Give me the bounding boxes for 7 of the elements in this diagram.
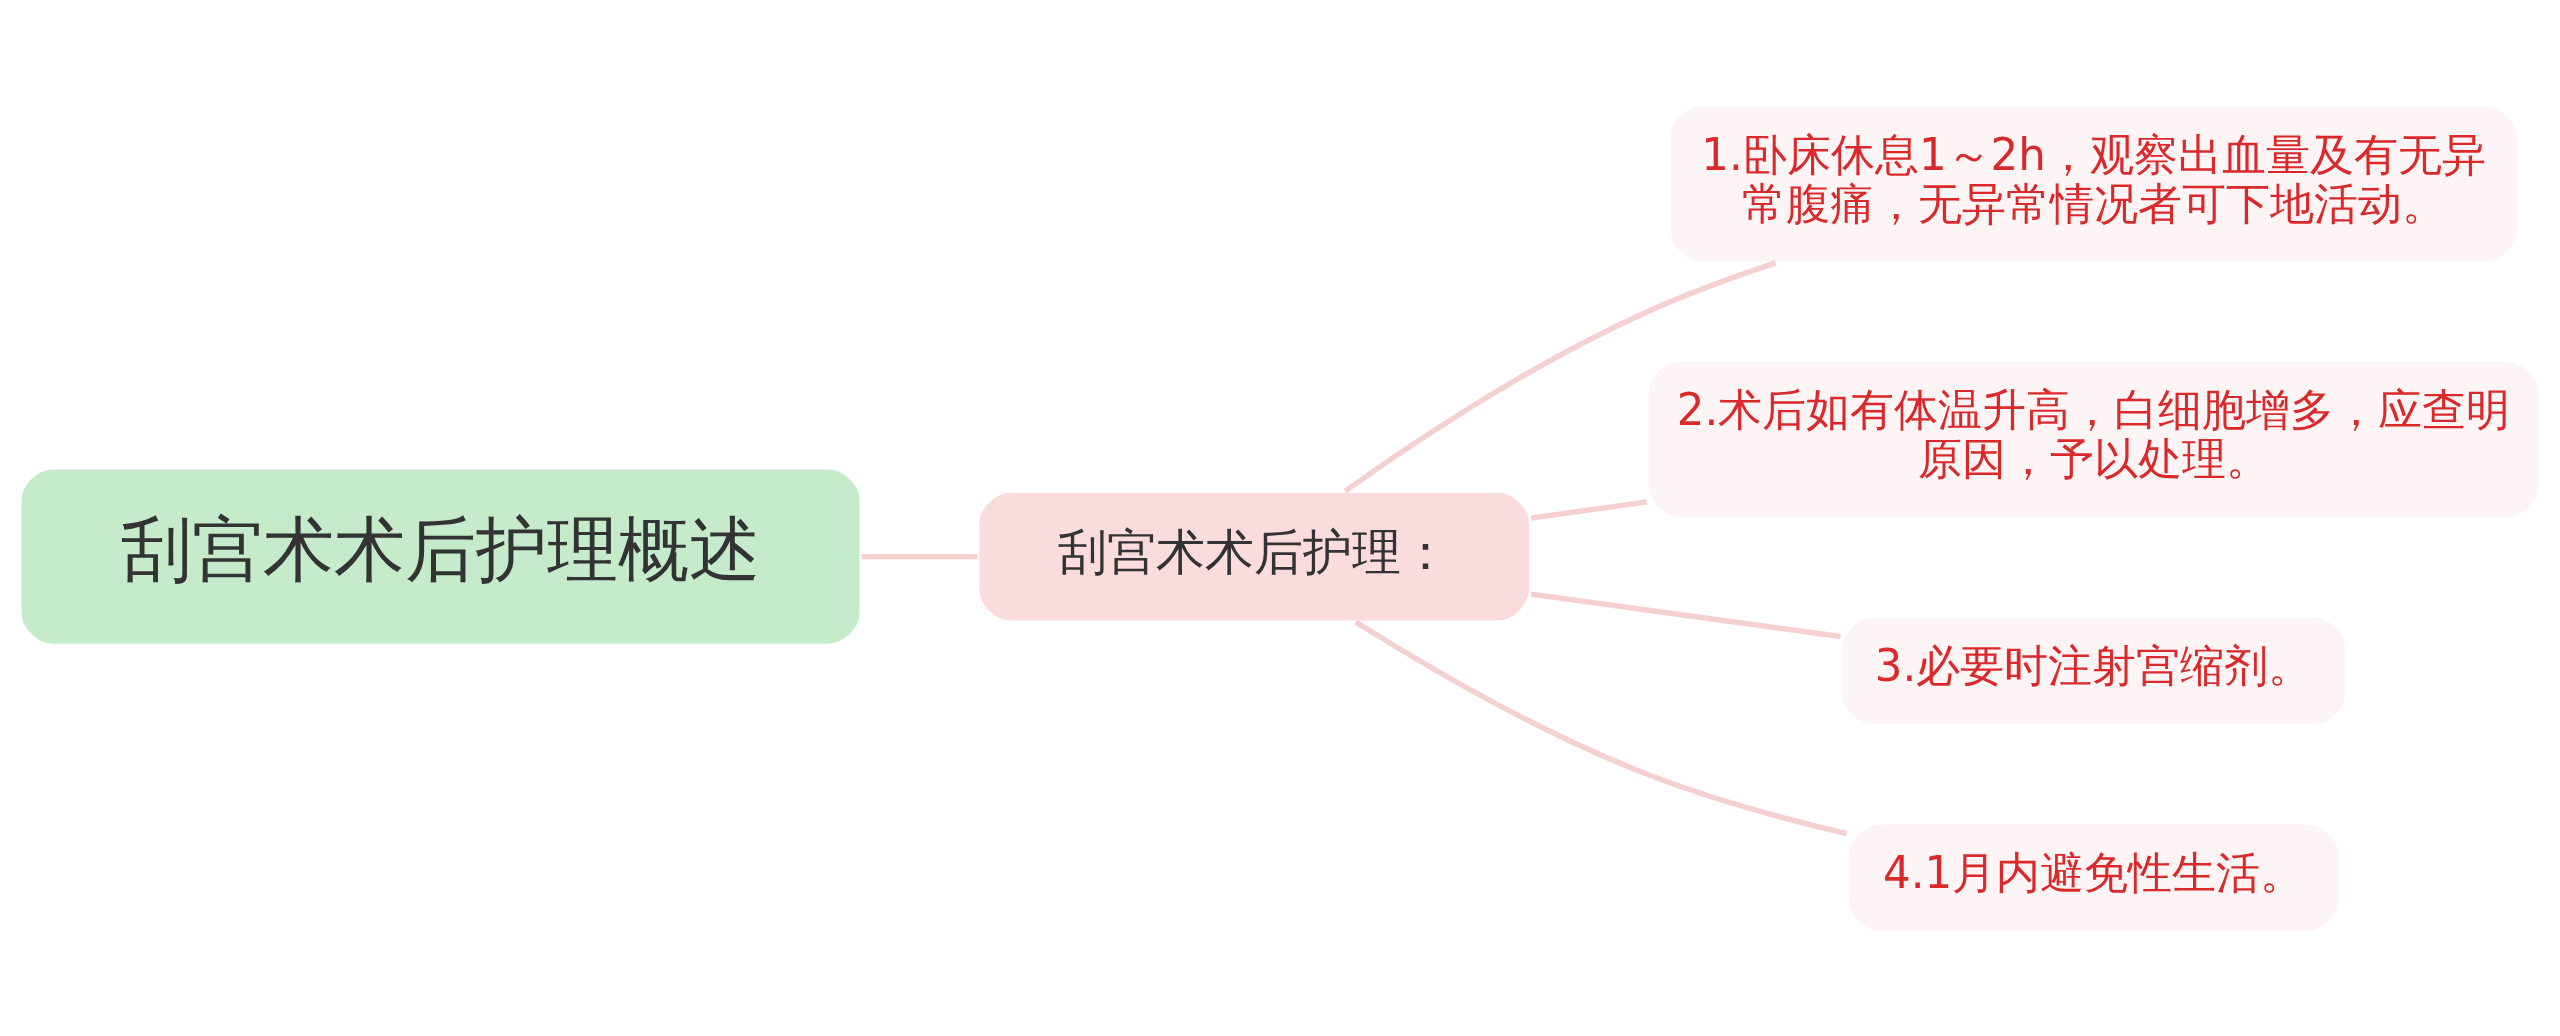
node-box: 刮宫术术后护理： (976, 489, 1532, 623)
connector (861, 553, 978, 559)
connector (1530, 498, 1648, 521)
connector (1354, 619, 1848, 836)
connector (1530, 591, 1841, 639)
node-box: 刮宫术术后护理概述 (18, 466, 863, 646)
connector (1343, 259, 1777, 493)
